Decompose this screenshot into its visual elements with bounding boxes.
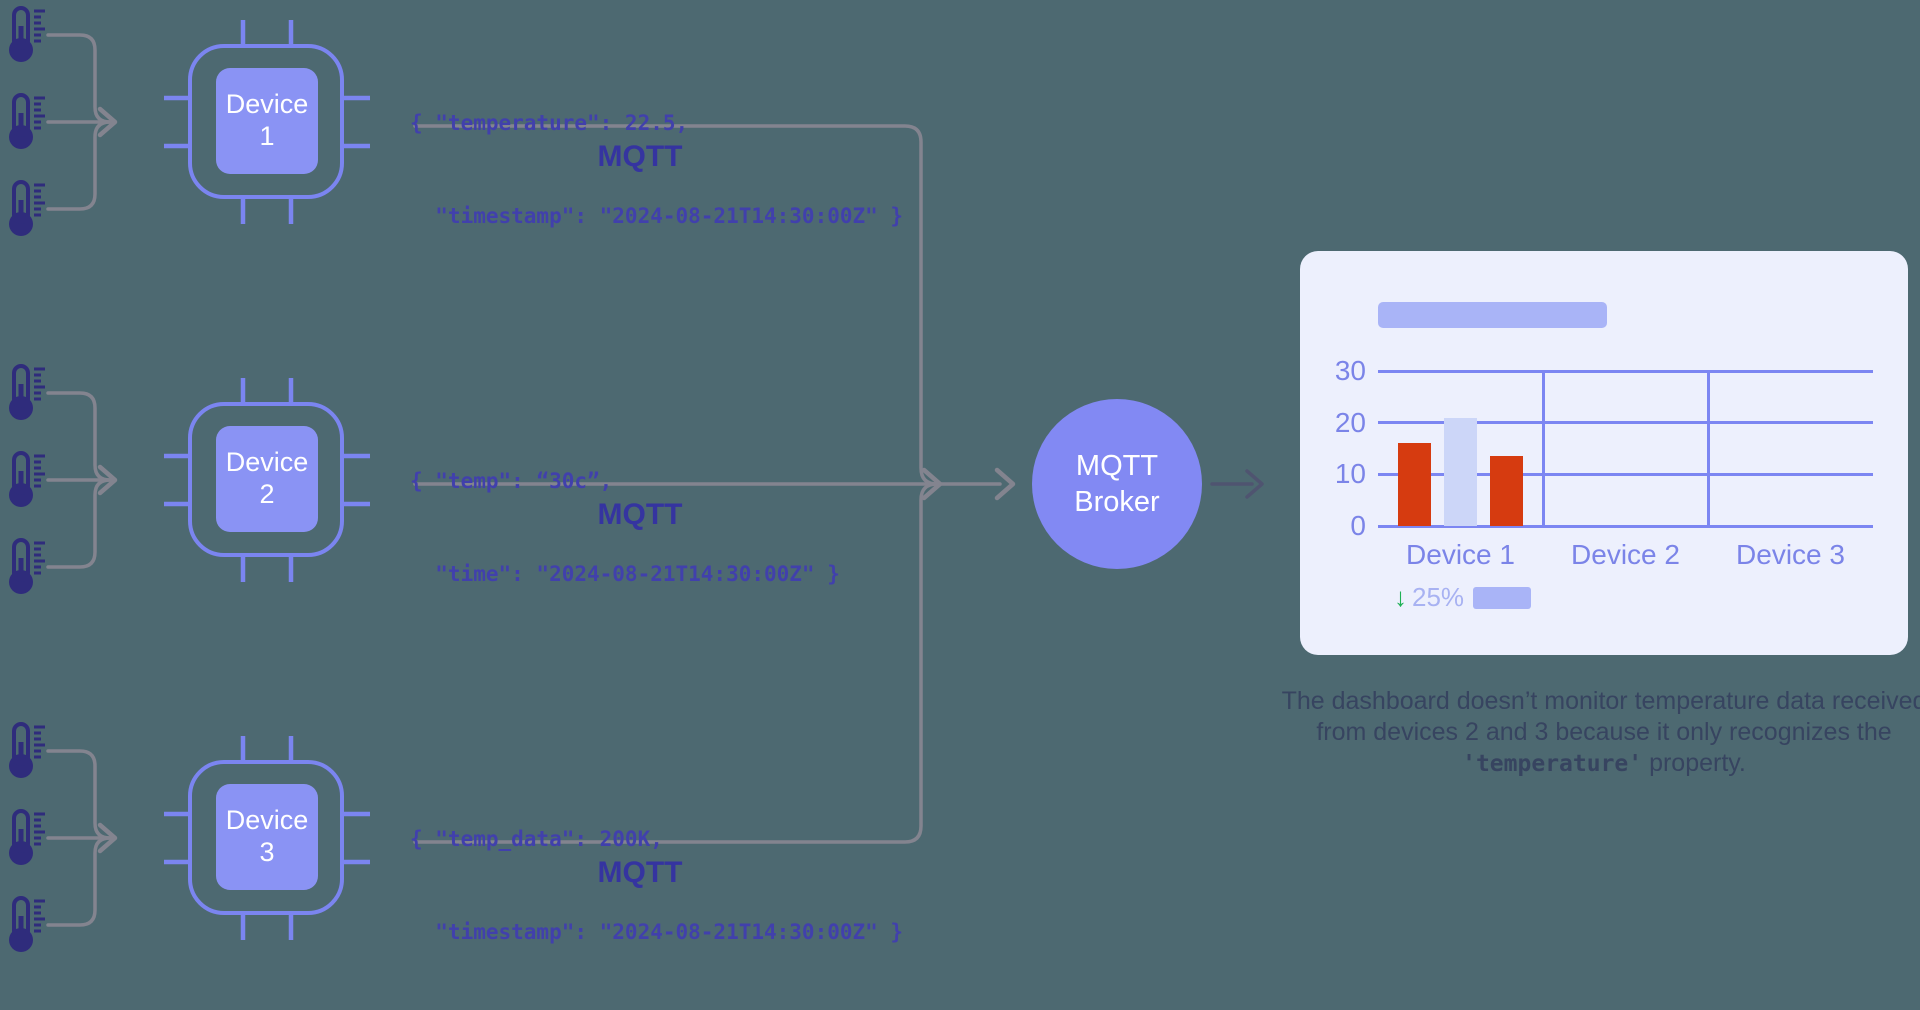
payload-json: { "temp_data": 200K, "timestamp": "2024-… (410, 762, 903, 1010)
payload-line: { "temp": “30c”, (410, 469, 613, 493)
x-category-label: Device 1 (1406, 539, 1515, 570)
diagram-canvas: Device 1 { "temperature": 22.5, "timesta… (0, 0, 1920, 964)
chip-body (188, 402, 344, 557)
device-label: Device 1 (225, 89, 309, 151)
chart-title-placeholder (1378, 302, 1607, 328)
dashboard-arrowhead (1245, 469, 1264, 499)
gridline (1378, 421, 1873, 425)
gridline (1706, 371, 1710, 528)
stat-value: 25% (1412, 582, 1465, 612)
sensor-merge-arrow (44, 380, 136, 580)
device-label: Device 3 (225, 805, 309, 867)
x-category-label: Device 3 (1736, 539, 1845, 570)
payload-line: { "temp_data": 200K, (410, 827, 663, 851)
device-chip: Device 1 (164, 20, 370, 224)
protocol-label: MQTT (597, 140, 683, 173)
caption: The dashboard doesn’t monitor temperatur… (1280, 686, 1920, 780)
caption-code: 'temperature' (1462, 751, 1643, 777)
device-2-group: Device 2 { "temp": “30c”, "time": "2024-… (0, 358, 1030, 606)
y-tick-label: 20 (1334, 406, 1366, 438)
mqtt-broker-node: MQTT Broker (1032, 399, 1202, 569)
device-label: Device 2 (225, 447, 309, 509)
payload-json: { "temperature": 22.5, "timestamp": "202… (410, 46, 903, 294)
device-chip: Device 3 (164, 736, 370, 940)
chip-label-box: Device 3 (216, 784, 318, 890)
y-tick-label: 0 (1350, 510, 1366, 541)
broker-label: MQTT Broker (1074, 449, 1160, 518)
device-3-group: Device 3 { "temp_data": 200K, "timestamp… (0, 716, 1030, 964)
sensor-merge-arrow (44, 738, 136, 938)
stat-label-placeholder (1473, 586, 1532, 609)
stat-row: ↓ 25% (1394, 582, 1532, 613)
payload-line: "timestamp": "2024-08-21T14:30:00Z" } (410, 204, 904, 228)
gridline (1378, 524, 1873, 528)
bar (1490, 456, 1523, 526)
caption-text: The dashboard doesn’t monitor temperatur… (1281, 687, 1920, 746)
protocol-label: MQTT (597, 498, 683, 531)
device-chip: Device 2 (164, 378, 370, 582)
caption-text: property. (1642, 749, 1746, 777)
x-category-label: Device 2 (1571, 539, 1680, 570)
payload-line: "timestamp": "2024-08-21T14:30:00Z" } (410, 920, 904, 944)
y-tick-label: 30 (1334, 355, 1366, 386)
gridline (1541, 371, 1545, 528)
bar (1398, 443, 1431, 526)
sensor-merge-arrow (44, 22, 136, 222)
chip-label-box: Device 1 (216, 68, 318, 174)
payload-line: { "temperature": 22.5, (410, 111, 689, 135)
chip-body (188, 44, 344, 199)
down-arrow-icon: ↓ (1394, 582, 1407, 612)
gridline (1378, 472, 1873, 476)
protocol-label: MQTT (597, 856, 683, 889)
chip-body (188, 760, 344, 915)
gridline (1378, 369, 1873, 373)
bar (1444, 417, 1477, 526)
y-tick-label: 10 (1334, 458, 1366, 490)
payload-line: "time": "2024-08-21T14:30:00Z" } (410, 562, 840, 586)
chip-label-box: Device 2 (216, 426, 318, 532)
device-1-group: Device 1 { "temperature": 22.5, "timesta… (0, 0, 1030, 248)
payload-json: { "temp": “30c”, "time": "2024-08-21T14:… (410, 404, 840, 652)
